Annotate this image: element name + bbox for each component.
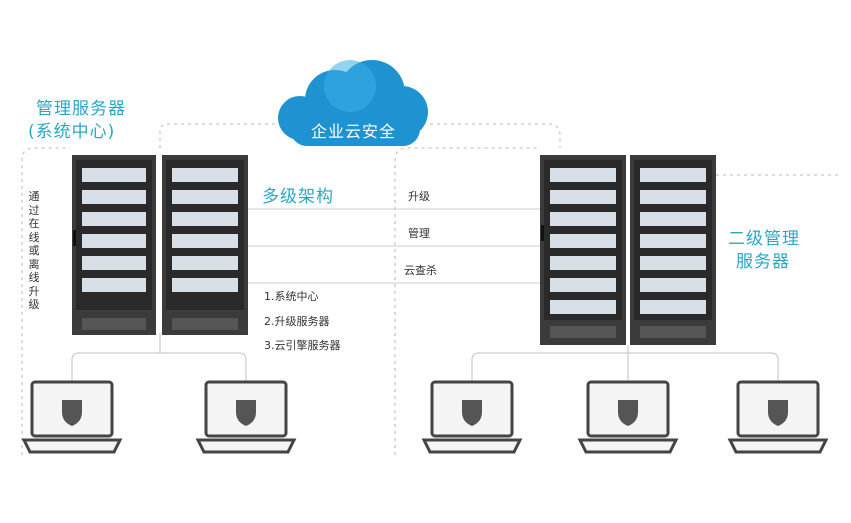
link-cloud-kill-label: 云查杀 — [404, 264, 437, 277]
management-server-subtitle: (系统中心) — [28, 122, 116, 142]
laptop-icon — [195, 380, 297, 454]
role-item: 2.升级服务器 — [264, 315, 330, 328]
management-server-title: 管理服务器 — [36, 99, 126, 119]
server-rack-icon — [162, 155, 248, 335]
upgrade-mode-label: 通过在线或离线升级 — [28, 190, 40, 311]
laptop-icon — [421, 380, 523, 454]
secondary-server-subtitle: 服务器 — [736, 252, 790, 272]
server-rack-icon — [72, 155, 156, 335]
server-rack-icon — [630, 155, 716, 345]
laptop-icon — [21, 380, 123, 454]
secondary-server-title: 二级管理 — [728, 229, 800, 249]
server-rack-icon — [540, 155, 626, 345]
cloud-label: 企业云安全 — [311, 122, 397, 141]
link-upgrade-label: 升级 — [408, 190, 430, 203]
architecture-label: 多级架构 — [262, 187, 334, 207]
laptop-icon — [577, 380, 679, 454]
link-manage-label: 管理 — [408, 227, 430, 240]
role-item: 3.云引擎服务器 — [264, 339, 341, 352]
role-item: 1.系统中心 — [264, 290, 319, 303]
cloud-icon — [278, 60, 428, 146]
laptop-icon — [727, 380, 829, 454]
